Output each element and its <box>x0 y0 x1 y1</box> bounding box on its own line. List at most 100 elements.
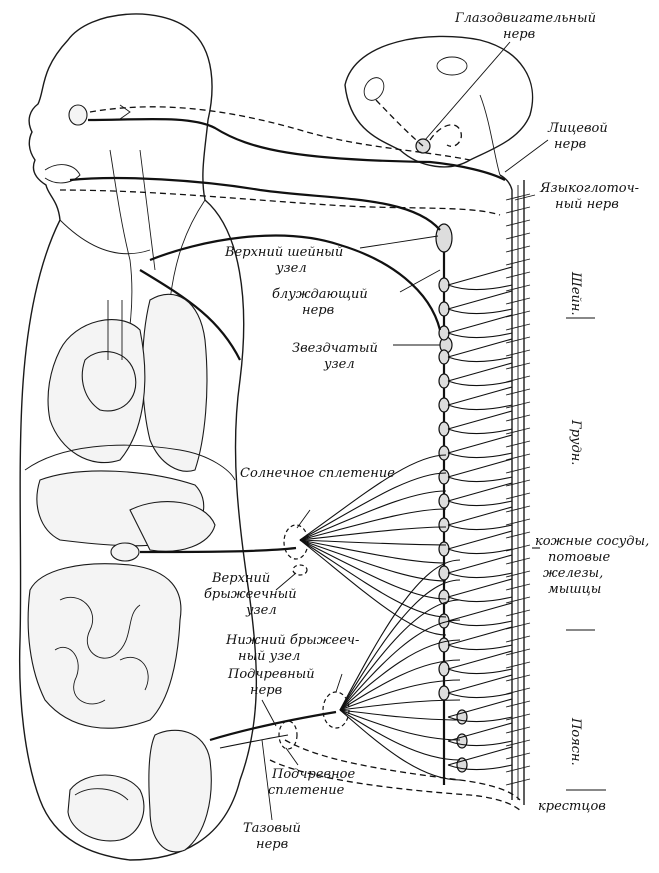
splanchnic-fiber <box>299 472 447 541</box>
trunk-ganglion <box>438 541 450 557</box>
ramus-fiber <box>447 716 513 723</box>
splanchnic-fiber <box>299 490 447 541</box>
spinal-root-tick <box>505 570 531 578</box>
spinal-root-tick <box>505 778 531 786</box>
spinal-root-tick <box>505 219 531 227</box>
trunk-ganglion <box>438 373 450 389</box>
spinal-root-tick <box>505 479 531 487</box>
lumbar-splanchnic-fiber <box>339 599 461 711</box>
ramus-fiber <box>447 626 513 646</box>
ramus-fiber <box>447 554 513 574</box>
ramus-fiber <box>447 266 513 286</box>
lumbar-splanchnic-fiber <box>339 709 461 721</box>
trunk-ganglion <box>438 349 450 365</box>
abdominal-organs <box>24 444 236 729</box>
spinal-root-tick <box>505 193 531 201</box>
lumbar-splanchnic-fiber <box>339 699 461 711</box>
lumbar-splanchnic-fiber <box>339 709 461 781</box>
splanchnic-fiber <box>299 539 447 600</box>
sympathetic-trunk <box>435 223 513 785</box>
lumbar-splanchnic-fiber <box>339 659 461 711</box>
trunk-ganglion <box>438 301 450 317</box>
lumbar-splanchnic-fiber <box>339 709 461 741</box>
spinal-root-tick <box>505 661 531 669</box>
solar-plexus-label: Солнечное сплетение <box>240 466 395 481</box>
trunk-ganglion <box>438 421 450 437</box>
trunk-ganglion <box>438 445 450 461</box>
ramus-fiber <box>447 548 513 555</box>
splanchnic-fiber <box>299 454 447 541</box>
lumbar-splanchnic-fiber <box>339 639 461 711</box>
ramus-fiber <box>447 524 513 531</box>
spinal-root-tick <box>505 388 531 396</box>
spinal-root-tick <box>505 271 531 279</box>
ramus-fiber <box>447 596 513 603</box>
spinal-root-tick <box>505 284 531 292</box>
spinal-root-tick <box>505 206 531 214</box>
lumbar-splanchnic-fiber <box>339 709 461 761</box>
trunk-ganglion <box>438 493 450 509</box>
spinal-root-tick <box>505 752 531 760</box>
spinal-cord <box>499 174 531 805</box>
ramus-fiber <box>447 740 513 747</box>
ramus-fiber <box>447 722 513 742</box>
splanchnic-fiber <box>299 526 447 541</box>
trunk-ganglion <box>438 469 450 485</box>
spinal-root-tick <box>505 674 531 682</box>
spinal-root-tick <box>505 466 531 474</box>
spinal-root-tick <box>505 518 531 526</box>
spinal-root-tick <box>505 362 531 370</box>
ramus-fiber <box>447 284 513 291</box>
hypogastric-plexus <box>278 720 298 750</box>
spinal-root-tick <box>505 297 531 305</box>
lumbar-splanchnic-fiber <box>339 679 461 711</box>
ramus-fiber <box>447 308 513 315</box>
prevertebral-plexuses <box>139 454 540 813</box>
trunk-ganglion <box>438 637 450 653</box>
splanchnic-fiber <box>299 539 447 546</box>
ramus-fiber <box>447 506 513 526</box>
spinal-root-tick <box>505 635 531 643</box>
spinal-region-lumbar: Поясн. <box>568 717 583 766</box>
ramus-fiber <box>447 476 513 483</box>
ramus-fiber <box>447 314 513 334</box>
ramus-fiber <box>447 572 513 579</box>
spinal-root-tick <box>505 401 531 409</box>
spinal-root-tick <box>505 232 531 240</box>
ramus-fiber <box>447 458 513 478</box>
spinal-root-tick <box>505 336 531 344</box>
inferior-mesenteric-ganglion-label: Нижний брыжееч-ный узел <box>225 633 359 664</box>
spinal-root-tick <box>505 700 531 708</box>
inferior-mesenteric-ganglion <box>322 691 350 729</box>
ramus-fiber <box>447 500 513 507</box>
ramus-fiber <box>447 764 513 771</box>
trunk-ganglion <box>438 517 450 533</box>
trunk-ganglion <box>438 685 450 701</box>
spinal-root-tick <box>505 726 531 734</box>
spinal-root-tick <box>505 323 531 331</box>
spinal-root-tick <box>505 245 531 253</box>
spinal-root-tick <box>505 492 531 500</box>
spinal-root-tick <box>505 349 531 357</box>
ramus-fiber <box>447 380 513 387</box>
spinal-region-thoracic: Грудн. <box>568 419 583 465</box>
ramus-fiber <box>447 692 513 699</box>
ramus-fiber <box>447 620 513 627</box>
superior-mesenteric-ganglion <box>292 564 308 576</box>
ramus-fiber <box>447 290 513 310</box>
spinal-root-tick <box>505 427 531 435</box>
ramus-fiber <box>447 482 513 502</box>
ramus-fiber <box>447 452 513 459</box>
lumbar-splanchnic-fiber <box>339 559 461 711</box>
ramus-fiber <box>447 746 513 766</box>
ramus-fiber <box>447 386 513 406</box>
ramus-fiber <box>447 530 513 550</box>
